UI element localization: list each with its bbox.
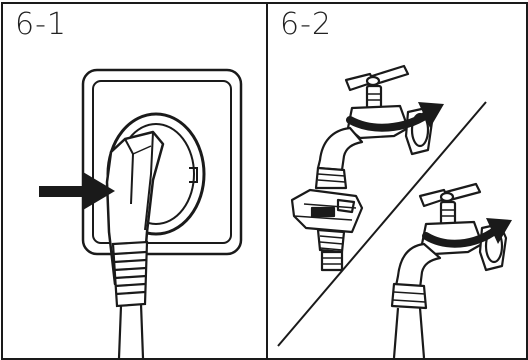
socket-ground-clip — [189, 167, 198, 183]
hose-connector — [290, 188, 364, 272]
rotate-clockwise-arrow-icon — [346, 102, 444, 132]
hose-pipe — [392, 307, 426, 358]
rotate-clockwise-arrow-icon — [422, 218, 512, 248]
plug-edge-line — [132, 145, 152, 155]
socket-plate-inner — [92, 80, 232, 244]
power-cable — [117, 303, 145, 358]
tap-hose-illustration — [277, 64, 512, 358]
step-label: 6-2 — [280, 7, 332, 42]
plug-socket-illustration — [39, 68, 243, 358]
step-panel-6-1: 6-1 — [1, 2, 267, 360]
step-label: 6-1 — [15, 7, 67, 42]
step-panel-6-2: 6-2 — [266, 2, 528, 360]
socket-plate-outer — [81, 68, 243, 256]
plug-grip-line — [144, 131, 154, 231]
plug-strain-relief — [111, 240, 149, 308]
arrow-right-icon — [39, 172, 115, 210]
divider-diagonal — [277, 101, 487, 347]
